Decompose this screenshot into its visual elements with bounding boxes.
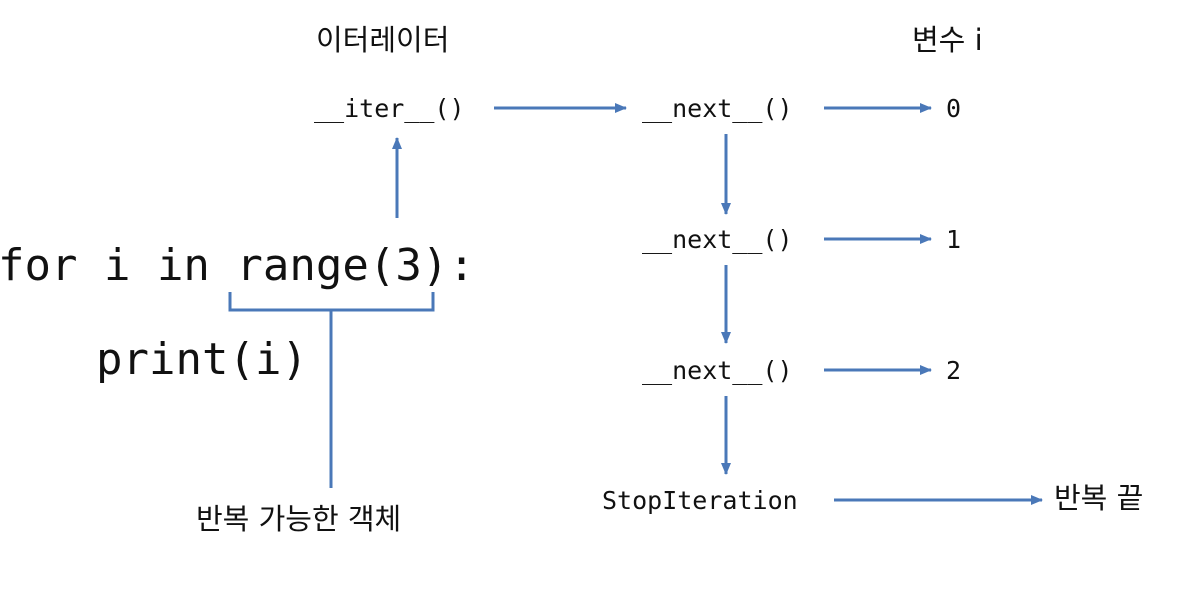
next-call-2: __next__() — [642, 225, 793, 254]
loop-end-label: 반복 끝 — [1054, 481, 1144, 515]
value-1: 1 — [946, 225, 962, 254]
value-0: 0 — [946, 94, 962, 123]
range-bracket — [228, 292, 435, 312]
for-loop-line: for i in range(3): — [0, 240, 475, 291]
iterator-header: 이터레이터 — [316, 23, 450, 57]
value-2: 2 — [946, 356, 962, 385]
print-line: print(i) — [96, 334, 308, 385]
next-call-1: __next__() — [642, 94, 793, 123]
next-call-3: __next__() — [642, 356, 793, 385]
stop-iteration: StopIteration — [602, 486, 798, 515]
iterable-object-label: 반복 가능한 객체 — [196, 502, 402, 536]
iter-call: __iter__() — [314, 94, 465, 123]
variable-header: 변수 i — [912, 23, 983, 57]
